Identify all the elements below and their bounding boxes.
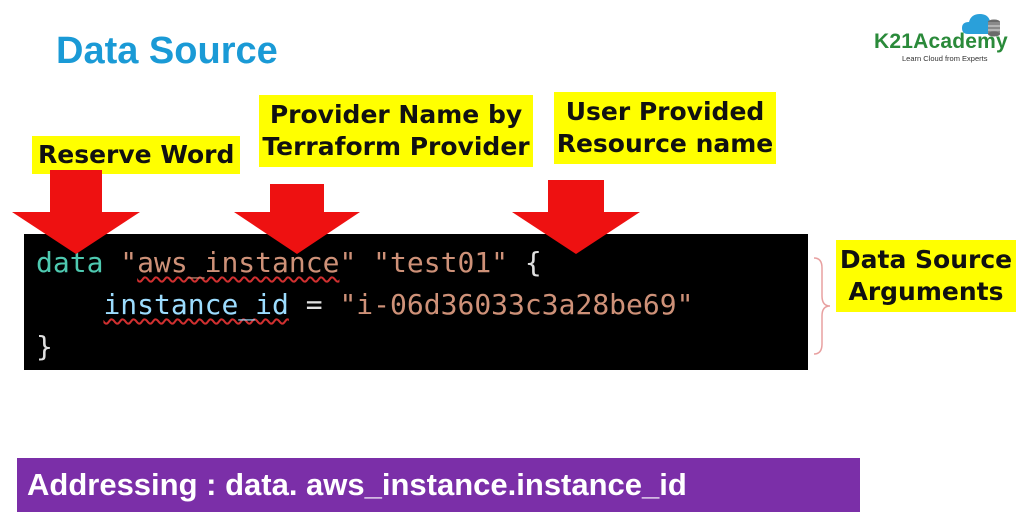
code-text: data "aws_instance" "test01" { instance_…	[36, 242, 693, 368]
args-label-line1: Data Source	[839, 245, 1013, 274]
logo-tagline: Learn Cloud from Experts	[902, 54, 988, 63]
code-resource-type: aws_instance	[137, 246, 340, 279]
user-label-line1: User Provided	[565, 97, 765, 126]
provider-name-label: Provider Name by Terraform Provider	[259, 95, 533, 167]
code-open-brace: {	[524, 246, 542, 279]
curly-bracket-icon	[813, 257, 831, 355]
arrow-down-icon	[512, 180, 640, 254]
code-keyword: data	[36, 246, 104, 279]
arrow-down-icon	[12, 170, 140, 254]
reserve-word-label: Reserve Word	[32, 136, 241, 174]
code-equals: =	[288, 288, 340, 321]
code-resource-name: "test01"	[373, 246, 509, 279]
addressing-text: Addressing : data. aws_instance.instance…	[27, 467, 687, 502]
user-label-line2: Resource name	[556, 129, 774, 158]
cloud-database-icon	[962, 14, 1000, 37]
data-source-arguments-label: Data Source Arguments	[836, 240, 1016, 312]
code-quote-close: "	[339, 246, 357, 279]
provider-label-line2: Terraform Provider	[262, 132, 530, 161]
code-close-brace: }	[36, 330, 53, 363]
provider-label-line1: Provider Name by	[269, 100, 523, 129]
arrow-down-icon	[234, 184, 360, 254]
code-block: data "aws_instance" "test01" { instance_…	[24, 234, 808, 370]
code-arg-value: "i-06d36033c3a28be69"	[339, 288, 694, 321]
args-label-line2: Arguments	[848, 277, 1004, 306]
user-resource-name-label: User Provided Resource name	[554, 92, 776, 164]
logo-name: K21Academy	[874, 30, 1008, 53]
slide-title: Data Source	[56, 30, 278, 72]
addressing-banner: Addressing : data. aws_instance.instance…	[17, 458, 860, 512]
code-quote-open: "	[120, 246, 138, 279]
logo: K21Academy Learn Cloud from Experts	[874, 10, 1014, 65]
code-arg-name: instance_id	[103, 288, 289, 321]
